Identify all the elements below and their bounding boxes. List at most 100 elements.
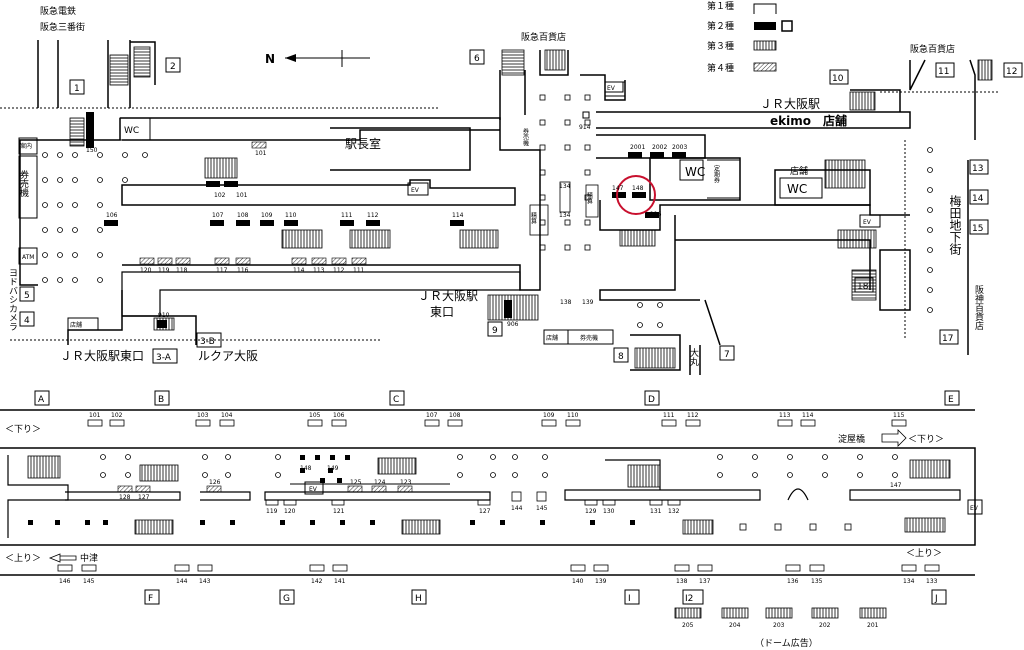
label-kenbaiki-left: 券売機 — [18, 169, 29, 198]
svg-text:13: 13 — [972, 164, 983, 174]
legend: 第１種 第２種 第３種 第４種 — [707, 0, 793, 74]
label-ekimo: ekimo 店舗 — [770, 113, 847, 128]
svg-text:205: 205 — [682, 622, 694, 629]
svg-text:124: 124 — [374, 479, 386, 486]
concourse-labels: 駅長室 WC 案内 券売機 ATM ヨドバシカメラ 店舗 ＪＲ大阪駅東口 ルクア… — [7, 85, 984, 367]
concourse-hatched-ads — [139, 141, 367, 265]
svg-text:108: 108 — [449, 412, 461, 419]
exit-15: 15 — [969, 219, 989, 235]
label-ekichoshitsu: 駅長室 — [345, 136, 381, 151]
svg-text:149: 149 — [327, 465, 339, 472]
label-atm: ATM — [22, 254, 34, 261]
svg-text:127: 127 — [138, 494, 150, 501]
exit-2: 2 — [165, 57, 181, 73]
svg-text:140: 140 — [572, 578, 584, 585]
exit-12: 12 — [1003, 62, 1023, 78]
svg-text:111: 111 — [663, 412, 675, 419]
label-wc-left: WC — [124, 126, 139, 136]
label-ev-platform-2: EV — [309, 486, 318, 493]
label-ev-platform: EV — [970, 505, 979, 512]
svg-text:113: 113 — [313, 267, 325, 274]
svg-text:101: 101 — [236, 192, 248, 199]
label-ev-1: EV — [411, 187, 420, 194]
legend-label-4: 第４種 — [707, 62, 734, 74]
exit-3a: 3-A — [152, 348, 178, 364]
svg-text:103: 103 — [197, 412, 209, 419]
legend-type1-icon — [753, 3, 777, 14]
svg-text:15: 15 — [972, 224, 983, 234]
svg-text:201: 201 — [867, 622, 879, 629]
svg-text:111: 111 — [341, 212, 353, 219]
svg-text:119: 119 — [266, 508, 278, 515]
label-jr-osaka-station-top: ＪＲ大阪駅 — [760, 97, 820, 111]
exit-numbers: 1 2 3-A 3-B 4 5 6 7 8 9 10 11 12 13 14 1… — [19, 49, 1023, 364]
label-hankyu-sanbangai: 阪急三番街 — [40, 21, 85, 33]
label-teikiken: 定期券 — [713, 164, 720, 184]
label-nakatsu: 中津 — [80, 552, 98, 564]
svg-text:121: 121 — [333, 508, 345, 515]
svg-text:132: 132 — [668, 508, 680, 515]
highlight-circle — [616, 175, 656, 215]
label-jr-osaka-east-exit: ＪＲ大阪駅東口 — [60, 349, 144, 363]
legend-label-1: 第１種 — [707, 0, 734, 12]
exit-13: 13 — [969, 159, 989, 175]
svg-text:116: 116 — [237, 267, 249, 274]
svg-text:2001: 2001 — [630, 144, 645, 151]
svg-text:109: 109 — [543, 412, 555, 419]
label-jr-osaka-east-mid-1: ＪＲ大阪駅 — [418, 289, 478, 303]
svg-text:111: 111 — [353, 267, 365, 274]
exit-4: 4 — [19, 311, 35, 327]
svg-text:I2: I2 — [685, 594, 693, 604]
svg-text:110: 110 — [567, 412, 579, 419]
svg-text:J: J — [934, 594, 938, 604]
platform-pillars — [100, 454, 898, 531]
center-pillars — [529, 94, 599, 251]
svg-text:202: 202 — [819, 622, 831, 629]
svg-text:118: 118 — [176, 267, 188, 274]
platform-bottom-ad-numbers: 146 145 144 143 142 141 140 139 138 137 … — [59, 578, 938, 585]
svg-text:146: 146 — [59, 578, 71, 585]
svg-text:906: 906 — [507, 321, 519, 328]
svg-text:G: G — [283, 594, 290, 604]
svg-text:127: 127 — [479, 508, 491, 515]
svg-text:203: 203 — [773, 622, 785, 629]
exit-17: 17 — [939, 329, 959, 345]
svg-text:H: H — [415, 594, 422, 604]
svg-text:104: 104 — [221, 412, 233, 419]
platform-mid-ad-numbers: 148 149 128 127 126 125 124 123 119 120 … — [119, 465, 902, 515]
platform-top-ad-numbers: 101 102 103 104 105 106 107 108 109 110 … — [89, 412, 905, 419]
legend-label-3: 第３種 — [707, 40, 734, 52]
svg-text:18: 18 — [857, 282, 869, 292]
svg-text:1: 1 — [74, 84, 80, 94]
svg-text:128: 128 — [119, 494, 131, 501]
north-arrow: N — [265, 50, 370, 67]
label-tenpo-right: 店舗 — [790, 165, 808, 177]
svg-text:142: 142 — [311, 578, 323, 585]
exit-6: 6 — [469, 49, 485, 65]
label-yodobashi: ヨドバシカメラ — [7, 268, 18, 331]
svg-text:119: 119 — [158, 267, 170, 274]
svg-text:126: 126 — [209, 479, 221, 486]
svg-text:109: 109 — [261, 212, 273, 219]
svg-text:14: 14 — [972, 194, 984, 204]
svg-text:136: 136 — [787, 578, 799, 585]
legend-type3-icon — [753, 40, 777, 51]
svg-text:E: E — [948, 395, 954, 405]
concourse-stairs — [204, 157, 877, 249]
svg-text:914: 914 — [579, 124, 591, 131]
section-letters: A B C D E F G H I I2 J — [34, 390, 960, 605]
legend-label-2: 第２種 — [707, 20, 734, 32]
svg-text:139: 139 — [582, 299, 594, 306]
svg-text:107: 107 — [426, 412, 438, 419]
svg-text:102: 102 — [214, 192, 226, 199]
label-jr-osaka-east-mid-2: 東口 — [430, 305, 454, 319]
label-hanshin-dept: 阪神百貨店 — [973, 285, 984, 331]
label-daimaru: 大丸 — [688, 347, 699, 367]
svg-text:144: 144 — [511, 505, 523, 512]
platform-black-pillars — [28, 455, 635, 525]
arrow-left-icon — [48, 553, 77, 563]
svg-text:130: 130 — [603, 508, 615, 515]
svg-text:113: 113 — [779, 412, 791, 419]
label-kenbaiki-center: 券売機 — [522, 127, 529, 147]
label-tenpo-mid: 店舗 — [546, 334, 558, 342]
